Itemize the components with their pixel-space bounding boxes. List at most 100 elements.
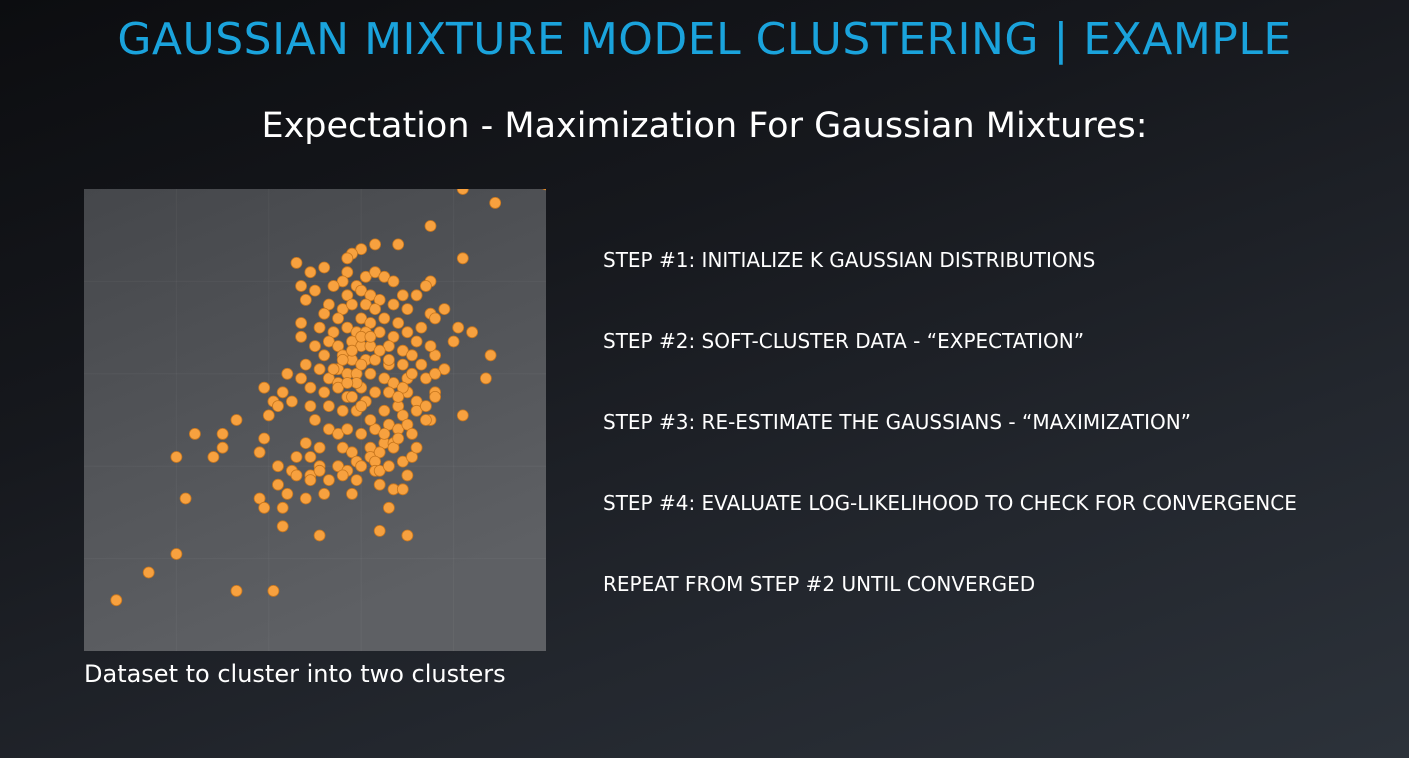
data-point xyxy=(378,372,391,385)
data-point xyxy=(373,478,386,491)
data-point xyxy=(336,404,349,417)
data-point xyxy=(230,414,243,426)
data-point xyxy=(392,317,405,329)
data-point xyxy=(341,266,354,279)
data-point xyxy=(313,529,326,542)
data-point xyxy=(359,270,372,283)
data-point xyxy=(382,418,395,431)
data-point xyxy=(401,326,414,339)
data-point xyxy=(419,280,432,292)
data-point xyxy=(396,381,409,394)
data-point xyxy=(456,409,469,422)
data-point xyxy=(373,464,386,477)
data-point xyxy=(447,335,460,348)
data-point xyxy=(258,501,271,514)
data-point xyxy=(355,400,368,413)
data-point xyxy=(401,303,414,315)
data-point xyxy=(341,289,354,302)
data-point xyxy=(295,372,308,385)
data-point xyxy=(346,298,358,311)
data-point xyxy=(410,335,423,348)
data-point xyxy=(322,298,335,311)
data-point xyxy=(304,381,317,394)
data-point xyxy=(429,312,442,325)
data-point xyxy=(318,487,331,500)
data-point xyxy=(355,312,368,325)
data-point xyxy=(336,303,349,315)
data-point xyxy=(309,284,321,297)
data-point xyxy=(332,427,345,440)
data-point xyxy=(401,469,414,482)
data-point xyxy=(364,367,377,380)
data-point xyxy=(285,395,298,408)
data-point xyxy=(415,358,428,371)
data-point xyxy=(438,303,451,315)
data-point xyxy=(382,340,395,353)
data-point xyxy=(542,189,546,191)
data-point xyxy=(387,377,400,389)
data-point xyxy=(382,501,395,514)
data-point xyxy=(355,460,368,473)
data-point xyxy=(272,460,284,473)
data-point xyxy=(262,409,275,422)
data-point xyxy=(327,326,340,339)
data-point xyxy=(336,275,349,288)
data-point xyxy=(378,312,391,325)
data-point xyxy=(272,478,284,491)
data-point xyxy=(355,427,368,440)
data-point xyxy=(304,474,317,487)
data-point xyxy=(406,349,418,362)
data-point xyxy=(313,464,326,477)
data-point xyxy=(359,298,372,311)
data-point xyxy=(429,390,442,403)
data-point xyxy=(396,344,409,357)
data-point xyxy=(216,441,229,454)
data-point xyxy=(466,326,479,339)
data-point xyxy=(382,386,395,399)
data-point xyxy=(419,414,432,426)
data-point xyxy=(341,321,354,334)
data-point xyxy=(369,303,382,315)
data-point xyxy=(318,261,331,274)
data-point xyxy=(295,317,308,329)
data-point xyxy=(258,432,271,445)
data-point xyxy=(341,252,354,265)
data-point xyxy=(258,381,271,394)
data-point xyxy=(396,358,409,371)
data-point xyxy=(230,584,243,597)
data-point xyxy=(364,330,377,343)
data-point xyxy=(253,492,266,505)
data-point xyxy=(350,474,363,487)
data-point xyxy=(336,469,349,482)
step-4: STEP #4: EVALUATE LOG-LIKELIHOOD TO CHEC… xyxy=(603,491,1297,515)
data-point xyxy=(341,423,354,436)
scatter-plot xyxy=(84,189,546,651)
data-point xyxy=(369,423,382,436)
data-point xyxy=(387,275,400,288)
data-point xyxy=(479,372,492,385)
data-point xyxy=(110,594,123,607)
data-point xyxy=(313,363,326,376)
data-point xyxy=(318,386,331,399)
data-point xyxy=(406,451,418,463)
data-point xyxy=(378,270,391,283)
steps-list: STEP #1: INITIALIZE K GAUSSIAN DISTRIBUT… xyxy=(603,246,1383,651)
data-point xyxy=(313,441,326,454)
data-point xyxy=(295,280,308,292)
data-point xyxy=(332,312,345,325)
data-point xyxy=(410,289,423,302)
data-point xyxy=(290,469,303,482)
data-point xyxy=(322,335,335,348)
data-point xyxy=(290,257,303,269)
data-point xyxy=(410,441,423,454)
step-2: STEP #2: SOFT-CLUSTER DATA - “EXPECTATIO… xyxy=(603,329,1085,353)
data-point xyxy=(332,381,345,394)
data-point xyxy=(327,280,340,292)
data-point xyxy=(207,451,220,463)
data-point xyxy=(290,451,303,463)
data-point xyxy=(253,446,266,459)
data-point xyxy=(336,441,349,454)
data-point xyxy=(216,427,229,440)
data-point xyxy=(396,455,409,468)
data-point xyxy=(327,363,340,376)
